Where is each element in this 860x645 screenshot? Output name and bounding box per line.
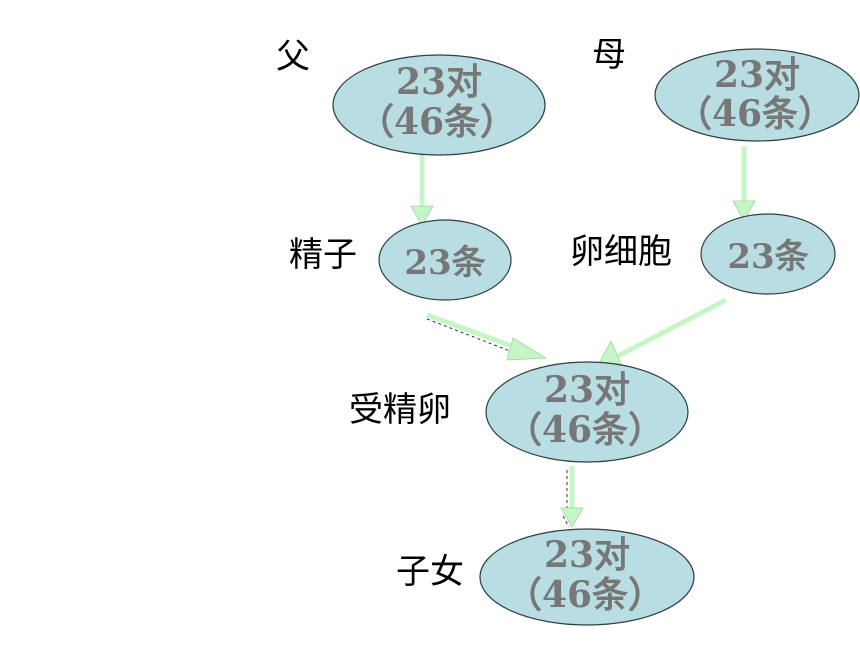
arrow-father-to-sperm: [410, 155, 434, 227]
node-offspring-total: （46条）: [506, 574, 664, 616]
node-offspring: 23对 （46条）: [479, 528, 695, 626]
label-father: 父: [276, 37, 310, 77]
node-sperm: 23条: [378, 219, 512, 301]
arrow-mother-to-egg: [732, 146, 756, 222]
node-zygote-total: （46条）: [506, 409, 664, 451]
label-sperm: 精子: [289, 235, 357, 275]
label-offspring: 子女: [396, 552, 464, 592]
label-mother: 母: [592, 35, 626, 75]
node-egg: 23条: [700, 213, 836, 295]
node-father: 23对 （46条）: [332, 54, 546, 156]
label-zygote: 受精卵: [349, 390, 451, 430]
node-offspring-count: 23对: [544, 534, 630, 576]
node-egg-count: 23条: [727, 237, 808, 277]
node-mother-total: （46条）: [676, 93, 834, 135]
arrow-egg-to-zygote: [595, 297, 728, 370]
node-sperm-count: 23条: [404, 243, 485, 283]
arrow-zygote-to-offspring: [560, 466, 584, 528]
label-egg: 卵细胞: [570, 232, 672, 272]
node-father-count: 23对: [396, 61, 482, 103]
node-zygote-count: 23对: [544, 369, 630, 411]
node-father-total: （46条）: [358, 101, 516, 143]
node-mother: 23对 （46条）: [654, 48, 860, 142]
node-zygote: 23对 （46条）: [485, 361, 689, 463]
node-mother-count: 23对: [714, 54, 800, 96]
arrow-sperm-to-zygote: [426, 312, 548, 361]
